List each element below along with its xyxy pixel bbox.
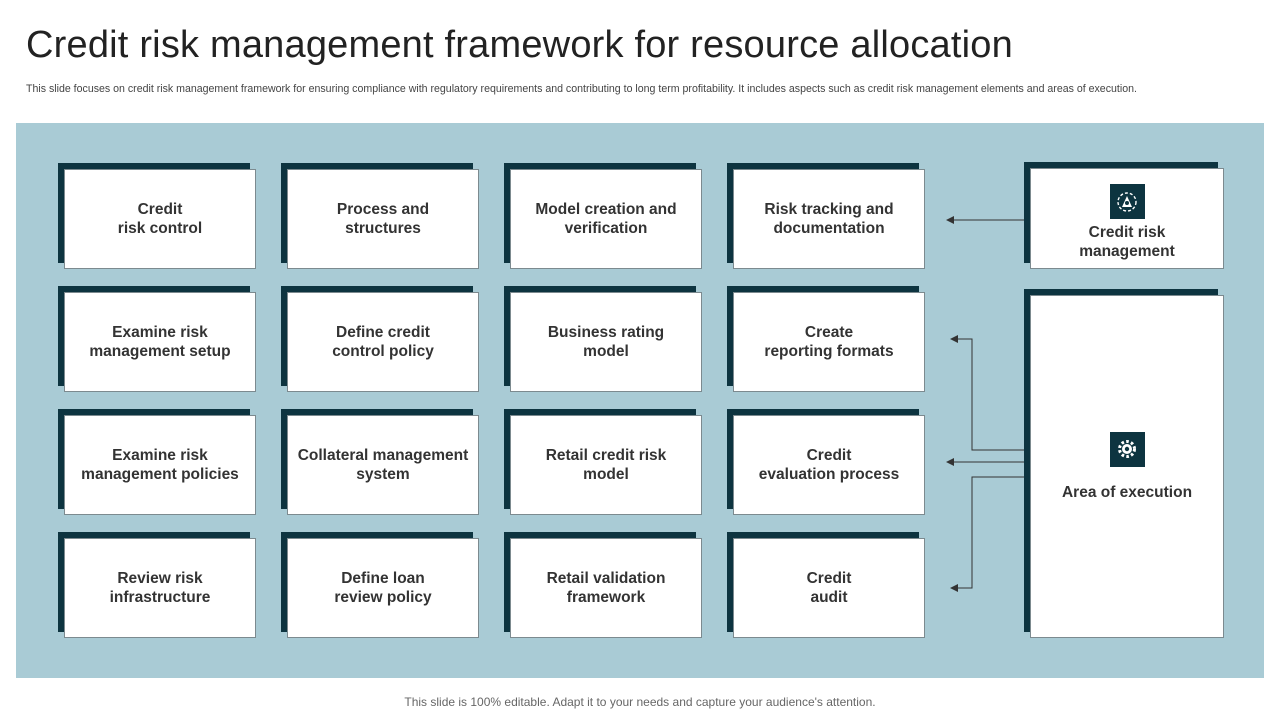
page-title: Credit risk management framework for res…: [26, 24, 1013, 66]
gear-icon: [1109, 431, 1145, 467]
card-label: Create reporting formats: [764, 324, 894, 360]
card-examine-risk-management-setup: Examine risk management setup: [64, 292, 256, 392]
arrow-to-credit-audit: [950, 476, 1024, 592]
card-create-reporting-formats: Create reporting formats: [733, 292, 925, 392]
credit-risk-management-box: Credit risk management: [1030, 168, 1224, 269]
card-label: Retail credit risk model: [545, 447, 667, 483]
footer-note: This slide is 100% editable. Adapt it to…: [404, 695, 876, 709]
card-label: Model creation and verification: [535, 201, 677, 237]
card-label: Review risk infrastructure: [109, 570, 211, 606]
card-label: Define loan review policy: [334, 570, 432, 606]
card-label: Define credit control policy: [332, 324, 434, 360]
card-label: Credit audit: [806, 570, 852, 606]
card-label: Business rating model: [547, 324, 665, 360]
arrow-to-reporting-formats: [950, 335, 1024, 451]
card-label: Process and structures: [336, 201, 430, 237]
area-of-execution-box: Area of execution: [1030, 295, 1224, 638]
card-risk-tracking-and-documentation: Risk tracking and documentation: [733, 169, 925, 269]
card-process-and-structures: Process and structures: [287, 169, 479, 269]
card-label: Examine risk management policies: [81, 447, 239, 483]
card-define-credit-control-policy: Define credit control policy: [287, 292, 479, 392]
card-label: Credit risk control: [117, 201, 203, 237]
card-collateral-management-system: Collateral management system: [287, 415, 479, 515]
card-credit-audit: Credit audit: [733, 538, 925, 638]
page-description: This slide focuses on credit risk manage…: [26, 83, 1137, 95]
card-label: Collateral management system: [297, 447, 469, 483]
card-credit-risk-control: Credit risk control: [64, 169, 256, 269]
card-review-risk-infrastructure: Review risk infrastructure: [64, 538, 256, 638]
card-model-creation-and-verification: Model creation and verification: [510, 169, 702, 269]
card-label: Risk tracking and documentation: [764, 201, 894, 237]
card-retail-validation-framework: Retail validation framework: [510, 538, 702, 638]
analysis-icon: [1109, 184, 1145, 219]
card-label: Retail validation framework: [546, 570, 666, 606]
credit-risk-management-label: Credit risk management: [1079, 224, 1175, 260]
card-retail-credit-risk-model: Retail credit risk model: [510, 415, 702, 515]
area-of-execution-label: Area of execution: [1061, 483, 1193, 501]
card-label: Credit evaluation process: [758, 447, 900, 483]
card-business-rating-model: Business rating model: [510, 292, 702, 392]
card-credit-evaluation-process: Credit evaluation process: [733, 415, 925, 515]
card-examine-risk-management-policies: Examine risk management policies: [64, 415, 256, 515]
card-label: Examine risk management setup: [89, 324, 231, 360]
card-define-loan-review-policy: Define loan review policy: [287, 538, 479, 638]
